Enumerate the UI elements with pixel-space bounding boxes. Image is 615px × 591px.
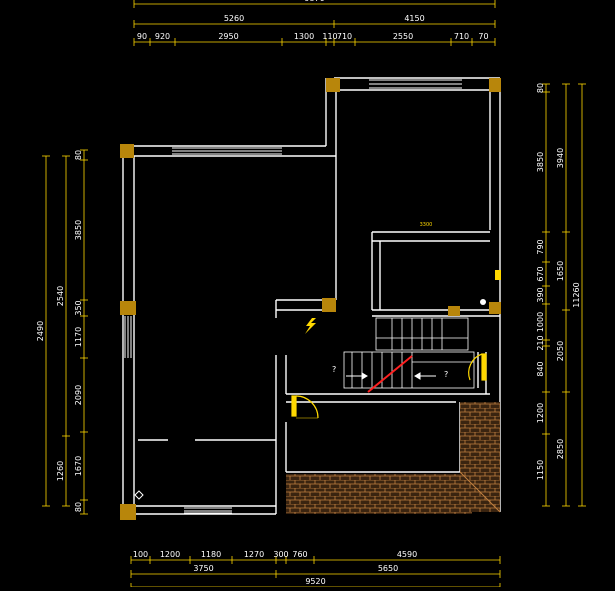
dimension-label: 4150 (404, 14, 424, 23)
walls (122, 77, 501, 515)
stair-lower-flight (343, 351, 475, 389)
dimension-label: 2550 (393, 32, 413, 41)
dimension-label: 1000 (536, 312, 545, 332)
stair-mark-right: ? (444, 370, 448, 379)
dimension-label: 2090 (74, 385, 83, 405)
dimension-label: 1300 (294, 32, 314, 41)
window-left (124, 316, 132, 358)
dimension-label: 90 (137, 32, 147, 41)
dimension-label: 80 (74, 150, 83, 160)
dimension-label: 3850 (536, 152, 545, 172)
dimension-label: 80 (536, 83, 545, 93)
dimension-label: 670 (536, 266, 545, 281)
dimension-lines: 9870526041509092029501300110710255071070… (36, 0, 586, 591)
lightning-bolt-icon (305, 318, 316, 334)
small-marker (134, 490, 144, 500)
dimension-label: 1150 (536, 460, 545, 480)
window-top-right (369, 79, 462, 89)
dimension-label: 3750 (193, 564, 213, 573)
dimension-label: 790 (536, 239, 545, 254)
columns (120, 78, 501, 520)
dimension-label: 1650 (556, 261, 565, 281)
dimension-label: 840 (536, 361, 545, 376)
dimension-label: 300 (273, 550, 288, 559)
column (489, 78, 501, 92)
dimension-label: 2050 (556, 341, 565, 361)
dimension-label: 11260 (572, 282, 581, 307)
dimension-label: 760 (292, 550, 307, 559)
dimension-label: 1670 (74, 456, 83, 476)
dimension-label: 2540 (56, 286, 65, 306)
door-stair (468, 353, 487, 381)
column (489, 302, 501, 314)
dimension-label: 70 (478, 32, 488, 41)
paving-bottom (286, 474, 472, 514)
window-top-left (172, 147, 282, 155)
dimension-label: 710 (337, 32, 352, 41)
dimension-label: 9870 (304, 0, 324, 3)
stair-upper-flight (375, 317, 469, 351)
dimension-label: 3850 (74, 220, 83, 240)
column (326, 78, 340, 92)
dimension-label: 1200 (536, 403, 545, 423)
dimension-label: 9520 (305, 577, 325, 586)
room-dim-label: 3300 (420, 222, 433, 228)
window-bottom (184, 507, 232, 514)
dimension-label: 210 (536, 335, 545, 350)
column (322, 298, 336, 312)
round-column (480, 299, 486, 305)
dimension-label: 350 (74, 300, 83, 315)
column (495, 270, 501, 280)
dimension-label: 2950 (218, 32, 238, 41)
dimension-label: 80 (74, 502, 83, 512)
dimension-label: 920 (155, 32, 170, 41)
dimension-label: 1170 (74, 327, 83, 347)
dimension-label: 5260 (224, 14, 244, 23)
dimension-label: 1200 (160, 550, 180, 559)
dimension-label: 710 (454, 32, 469, 41)
dimension-label: 390 (536, 287, 545, 302)
column (448, 306, 460, 316)
dimension-label: 1260 (56, 461, 65, 481)
dimension-label: 5650 (378, 564, 398, 573)
dimension-label: 3940 (556, 148, 565, 168)
paving-right (460, 402, 500, 512)
column (120, 301, 136, 315)
dimension-label: 1270 (244, 550, 264, 559)
dimension-label: 2850 (556, 439, 565, 459)
dimension-label: 2490 (36, 321, 45, 341)
dimension-label: 1180 (201, 550, 221, 559)
doors (291, 353, 487, 419)
column (120, 144, 134, 158)
stair-arrows (346, 372, 436, 380)
dimension-label: 4590 (397, 550, 417, 559)
dimension-label: 100 (133, 550, 148, 559)
stair-cut-line (367, 355, 413, 393)
stair-mark-left: ? (332, 365, 336, 374)
door-bottom-middle (291, 395, 319, 419)
dimension-label: 110 (322, 32, 337, 41)
column (120, 504, 136, 520)
windows (124, 79, 462, 514)
